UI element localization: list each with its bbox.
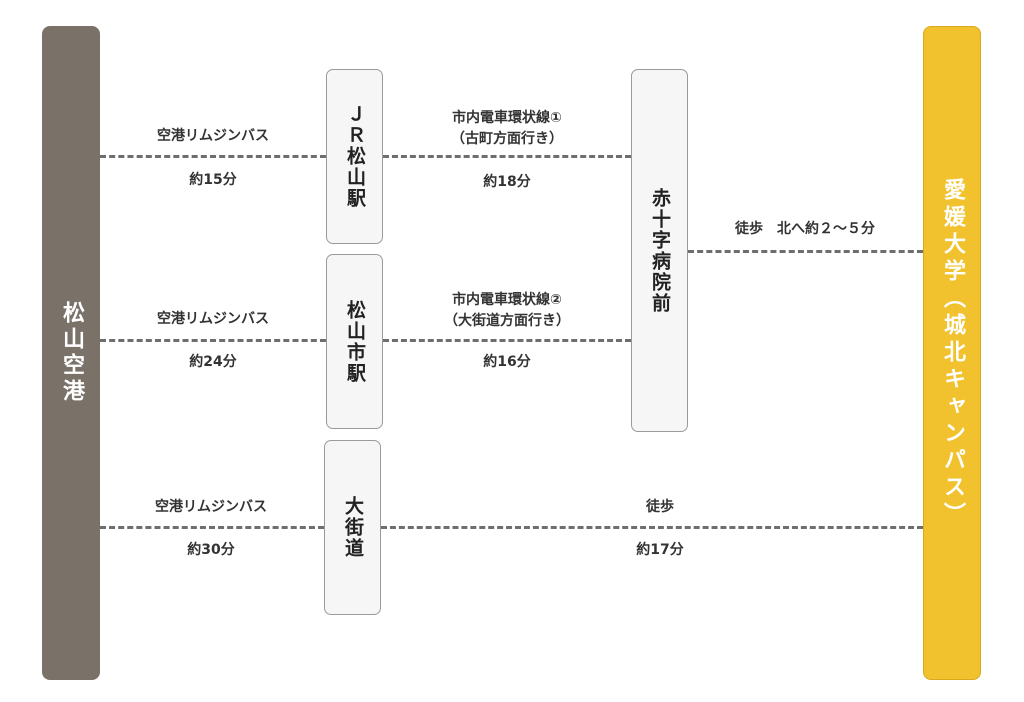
origin-matsuyama-airport: 松山空港	[42, 26, 100, 680]
walk2-label: 徒歩 北へ約２～５分	[735, 221, 875, 237]
tram2-line-label: 市内電車環状線②	[452, 292, 562, 308]
destination-label: 愛媛大学（城北キャンパス）	[940, 177, 965, 529]
tram2-direction-label: （大街道方面行き）	[444, 313, 570, 329]
station-matsuyama-shi: 松山市駅	[326, 254, 383, 429]
walk1-mode-label: 徒歩	[646, 499, 674, 515]
tram1-time-label: 約18分	[483, 174, 531, 190]
connector-kaido-university	[381, 526, 923, 529]
tram1-line-label: 市内電車環状線①	[452, 110, 562, 126]
connector-airport-kaido	[100, 526, 324, 529]
station-label: 松山市駅	[344, 299, 366, 384]
connector-shi-sekijuji	[383, 339, 631, 342]
station-sekijuji-byoin-mae: 赤十字病院前	[631, 69, 688, 432]
route1-mode-label: 空港リムジンバス	[157, 128, 269, 144]
route3-time-label: 約30分	[187, 542, 235, 558]
tram1-direction-label: （古町方面行き）	[451, 131, 563, 147]
station-okaido: 大街道	[324, 440, 381, 615]
tram2-time-label: 約16分	[483, 354, 531, 370]
destination-ehime-university: 愛媛大学（城北キャンパス）	[923, 26, 981, 680]
route2-mode-label: 空港リムジンバス	[157, 311, 269, 327]
route1-time-label: 約15分	[189, 172, 237, 188]
origin-label: 松山空港	[59, 301, 84, 405]
station-jr-matsuyama: ＪＲ松山駅	[326, 69, 383, 244]
station-label: 大街道	[342, 496, 364, 559]
connector-jr-sekijuji	[383, 155, 631, 158]
route2-time-label: 約24分	[189, 354, 237, 370]
connector-sekijuji-university	[688, 250, 923, 253]
route3-mode-label: 空港リムジンバス	[155, 499, 267, 515]
connector-airport-shi	[100, 339, 326, 342]
connector-airport-jr	[100, 155, 326, 158]
walk1-time-label: 約17分	[636, 542, 684, 558]
station-label: ＪＲ松山駅	[344, 104, 366, 209]
station-label: 赤十字病院前	[649, 187, 671, 314]
